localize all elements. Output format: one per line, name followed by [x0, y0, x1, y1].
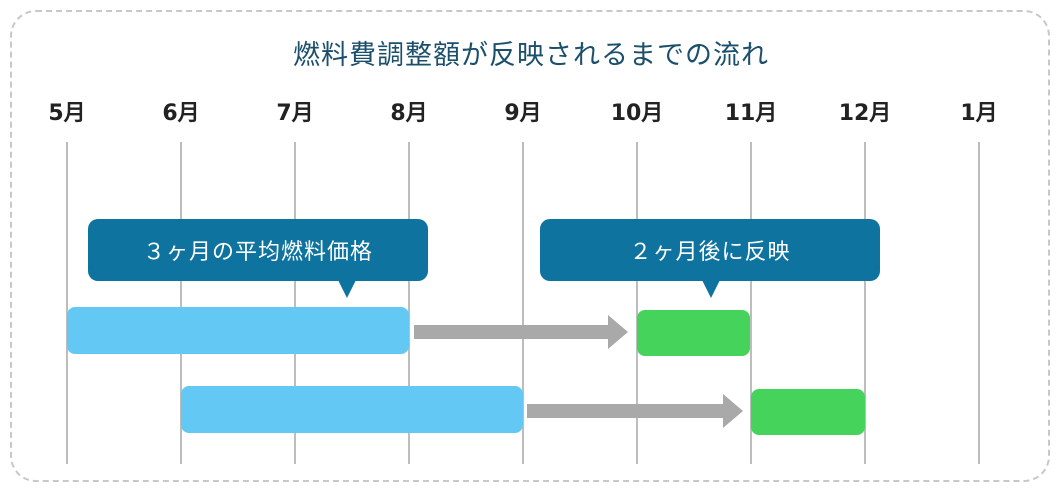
diagram-title: 燃料費調整額が反映されるまでの流れ — [293, 40, 769, 71]
gridline-sep — [522, 142, 524, 464]
gridline-dec — [864, 142, 866, 464]
gridline-oct — [636, 142, 638, 464]
gridline-jan — [978, 142, 980, 464]
month-label-jul: 7月 — [276, 101, 314, 126]
arrow-row-1-head — [608, 315, 628, 349]
month-label-may: 5月 — [48, 101, 86, 126]
month-label-oct: 10月 — [610, 101, 664, 126]
callout-average-price: ３ヶ月の平均燃料価格 — [88, 219, 428, 298]
gridline-may — [66, 142, 68, 464]
averaging-bar-jun-aug — [181, 386, 523, 433]
gridline-nov — [750, 142, 752, 464]
month-label-aug: 8月 — [390, 101, 428, 126]
month-label-jun: 6月 — [162, 101, 200, 126]
reflected-bar-oct — [637, 310, 750, 356]
callout-reflection-text: ２ヶ月後に反映 — [629, 240, 791, 265]
month-label-jan: 1月 — [960, 101, 998, 126]
callout-average-price-pointer — [338, 280, 356, 298]
callout-reflection-pointer — [702, 280, 720, 298]
month-label-dec: 12月 — [838, 101, 892, 126]
reflected-bar-nov — [751, 389, 865, 435]
diagram-frame — [10, 10, 1050, 482]
arrow-row-2-head — [723, 394, 743, 428]
arrow-row-1 — [414, 315, 628, 349]
month-label-nov: 11月 — [724, 101, 778, 126]
averaging-bar-may-jul — [67, 307, 409, 354]
gridline-jul — [294, 142, 296, 464]
callout-reflection: ２ヶ月後に反映 — [540, 219, 880, 298]
gridline-jun — [180, 142, 182, 464]
callout-average-price-text: ３ヶ月の平均燃料価格 — [142, 240, 373, 265]
month-label-sep: 9月 — [504, 101, 542, 126]
arrow-row-2 — [527, 394, 743, 428]
gridline-aug — [408, 142, 410, 464]
